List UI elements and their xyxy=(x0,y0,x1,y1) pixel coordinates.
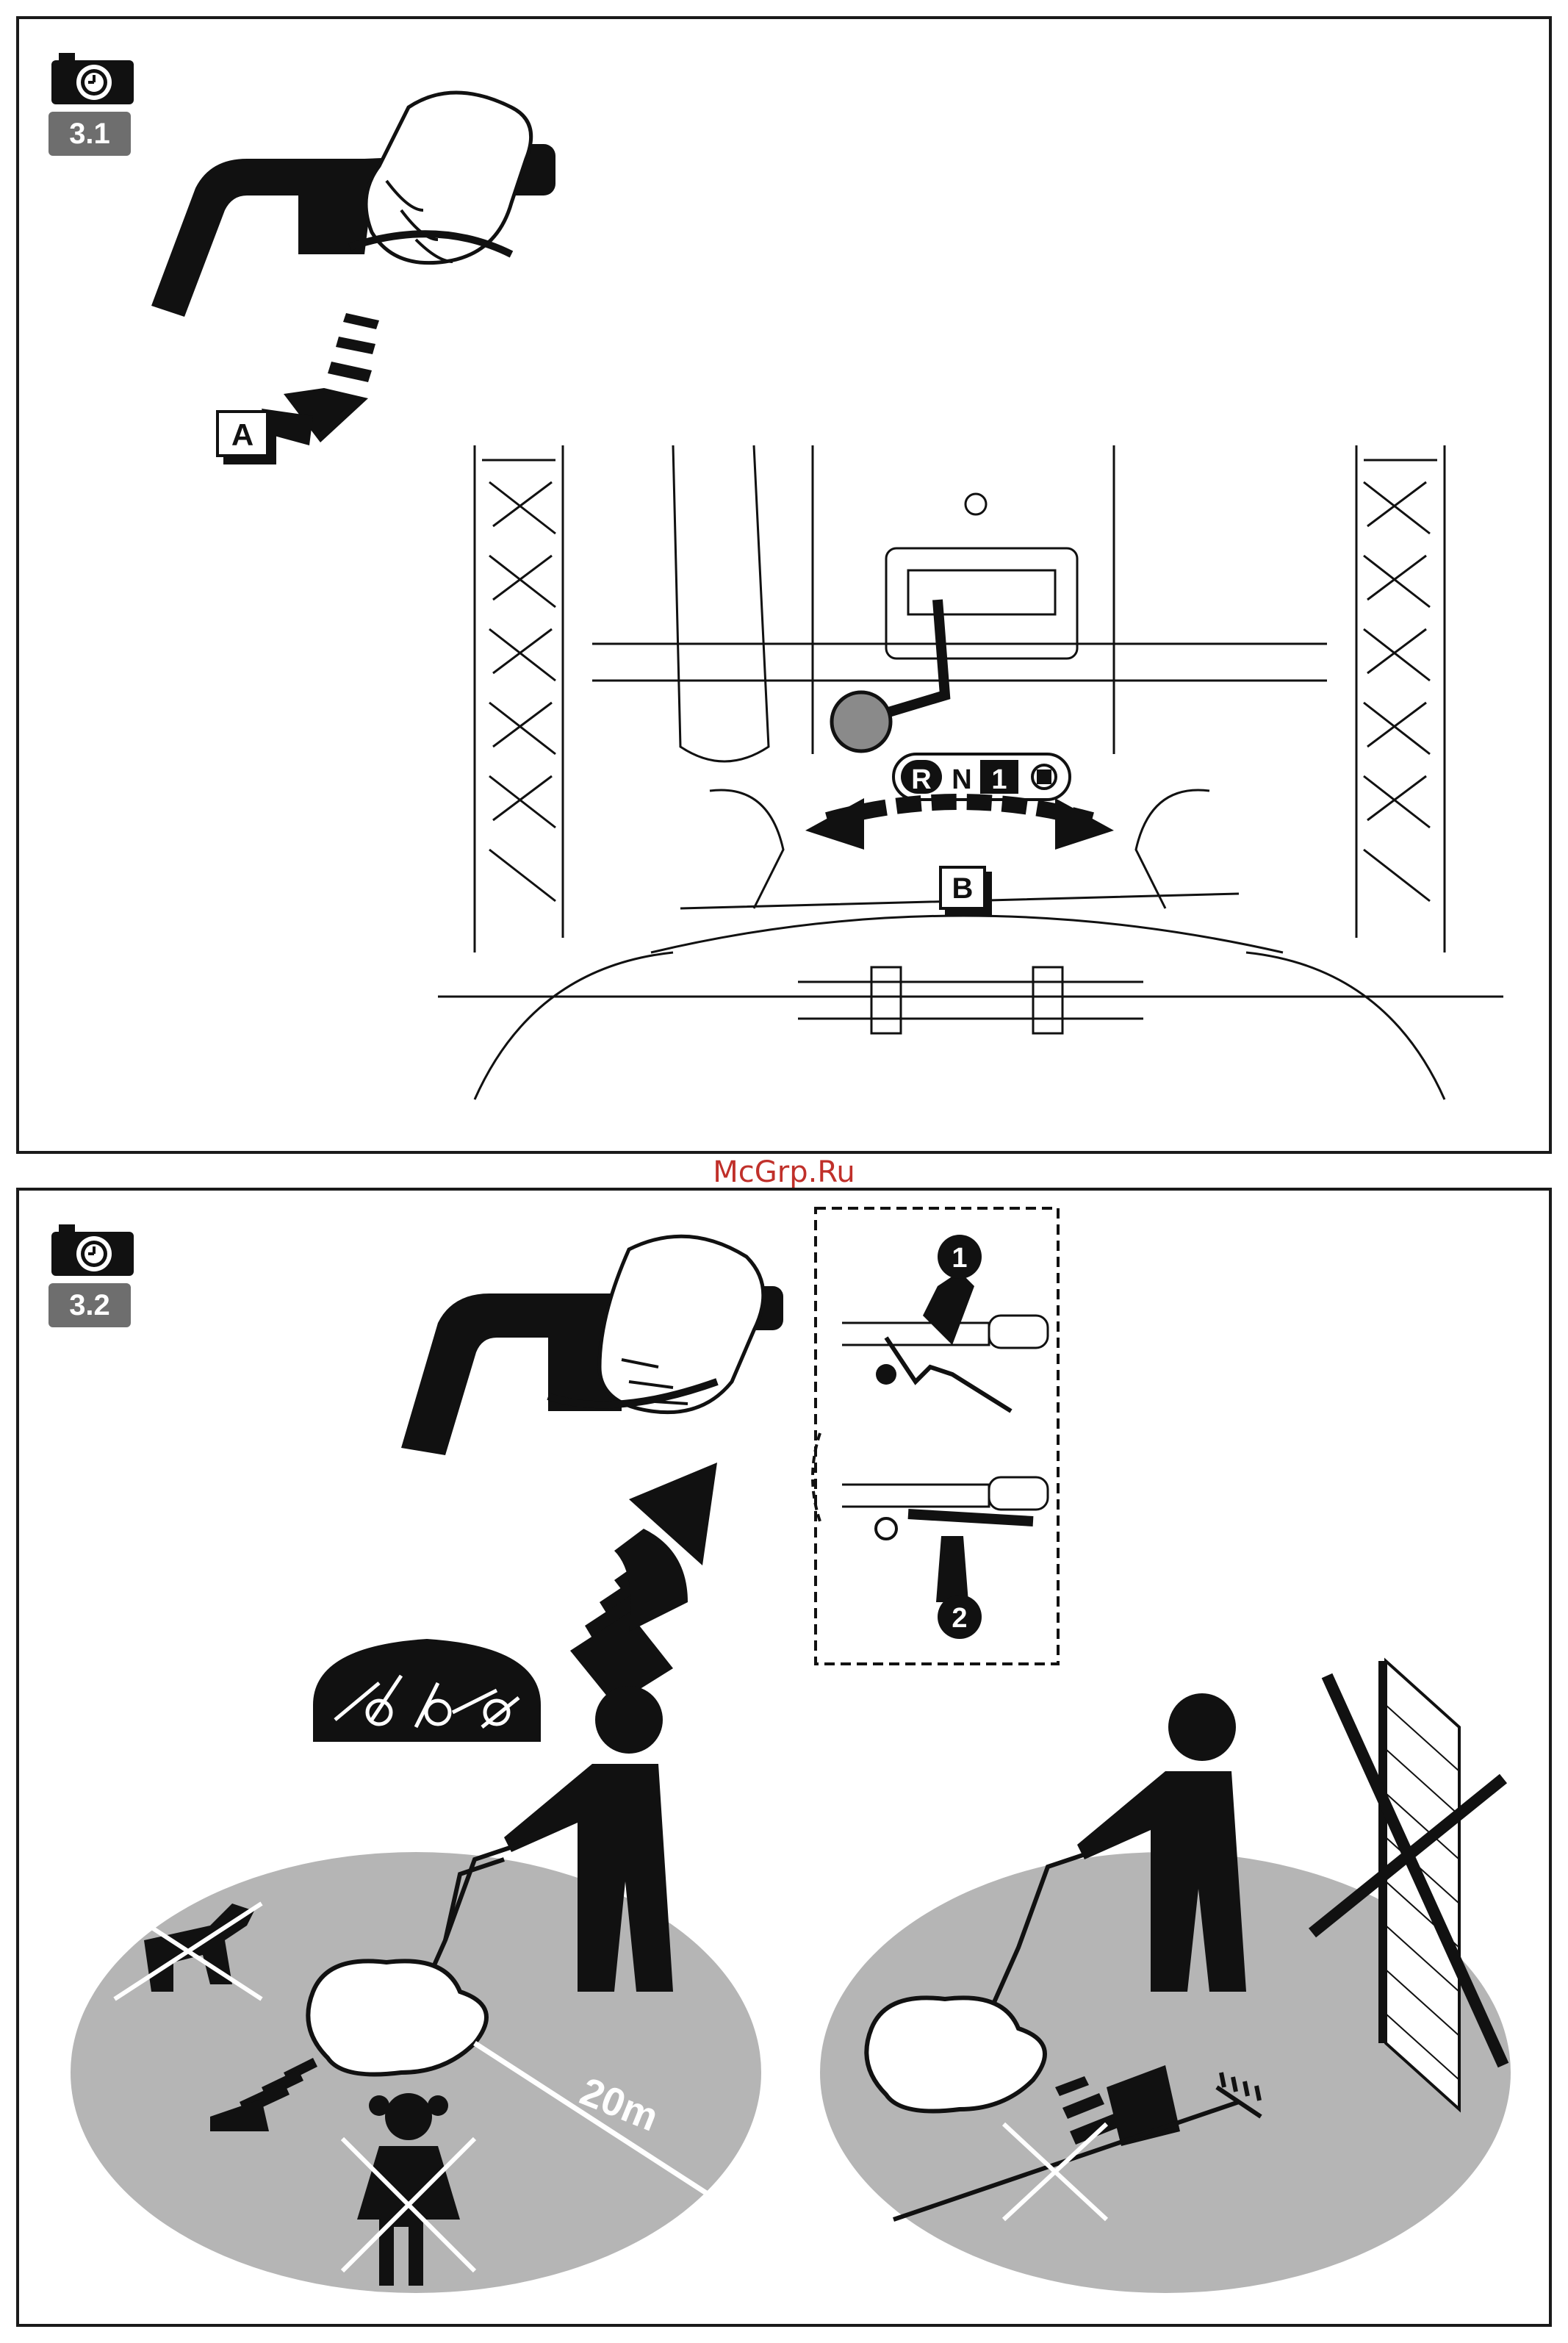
callout-2: 2 xyxy=(952,1603,967,1634)
figure-number-badge: 3.1 xyxy=(48,112,131,156)
safe-zone-scene: 20m xyxy=(63,1661,798,2308)
label-a-box: A xyxy=(216,410,282,469)
camera-icon xyxy=(48,1220,137,1279)
obstacle-scene xyxy=(798,1646,1533,2308)
lever-detail-inset: 1 2 xyxy=(813,1205,1077,1676)
label-a: A xyxy=(231,417,253,452)
inset-connector xyxy=(798,1433,827,1521)
camera-icon xyxy=(48,49,137,107)
gear-n: N xyxy=(952,764,971,795)
panel-3-1: 3.1 A xyxy=(16,16,1552,1154)
hand-icon xyxy=(600,1236,763,1412)
callout-1: 1 xyxy=(952,1243,967,1274)
label-b: B xyxy=(952,872,974,905)
gear-r: R xyxy=(911,764,931,795)
handlebar-illustration xyxy=(129,63,585,475)
lever-knob xyxy=(832,692,891,751)
tiller-front-view: R N 1 B xyxy=(431,438,1511,1129)
gear-1: 1 xyxy=(991,764,1007,795)
watermark-text: McGrp.Ru xyxy=(0,1155,1568,1189)
figure-number-badge: 3.2 xyxy=(48,1283,131,1327)
panel-3-2: 3.2 xyxy=(16,1188,1552,2327)
